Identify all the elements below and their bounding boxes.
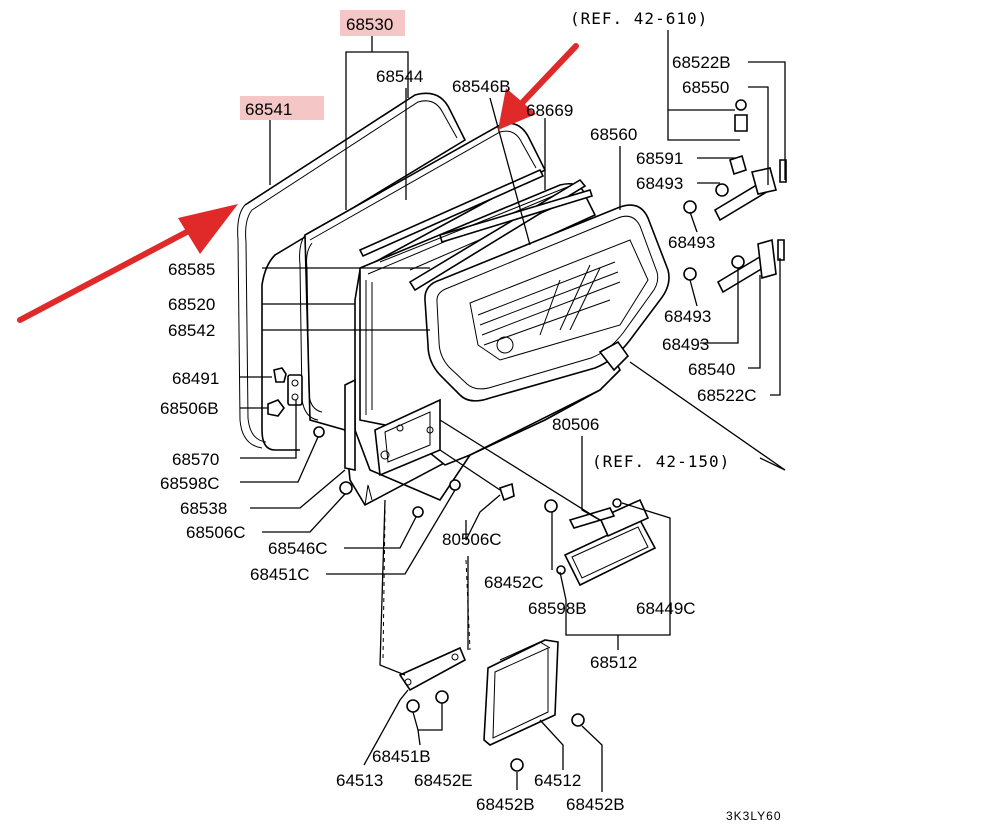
label-68585: 68585 <box>168 260 215 279</box>
label-68452B-right: 68452B <box>566 795 625 814</box>
label-80506: 80506 <box>552 415 599 434</box>
dashed-guides <box>382 509 471 661</box>
outer-seal-68541 <box>237 92 467 451</box>
red-arrows <box>17 43 579 323</box>
label-68544: 68544 <box>376 67 423 86</box>
label-68493-2: 68493 <box>668 233 715 252</box>
label-64513: 64513 <box>336 771 383 790</box>
label-68520: 68520 <box>168 295 215 314</box>
label-68546B: 68546B <box>452 77 511 96</box>
label-68449C: 68449C <box>636 599 696 618</box>
label-68669: 68669 <box>526 101 573 120</box>
strip-moldings <box>358 168 594 292</box>
label-68493-4: 68493 <box>662 335 709 354</box>
label-68506B: 68506B <box>160 399 219 418</box>
hinge-parts-left <box>267 367 515 518</box>
label-80506C: 80506C <box>442 530 502 549</box>
reference-42-150: (REF. 42-150) <box>592 452 730 471</box>
label-68491: 68491 <box>172 369 219 388</box>
reference-42-610: (REF. 42-610) <box>570 9 708 28</box>
highlight-68541 <box>240 96 324 120</box>
label-68598B: 68598B <box>528 599 587 618</box>
right-hinges <box>598 99 787 372</box>
label-68506C: 68506C <box>186 523 246 542</box>
label-68541: 68541 <box>245 100 292 119</box>
label-68493-1: 68493 <box>636 174 683 193</box>
label-68591: 68591 <box>636 149 683 168</box>
label-68452B-left: 68452B <box>476 795 535 814</box>
label-68493-3: 68493 <box>664 307 711 326</box>
label-68542: 68542 <box>168 321 215 340</box>
label-68546C: 68546C <box>268 539 328 558</box>
label-68522C: 68522C <box>697 386 757 405</box>
label-68560: 68560 <box>590 125 637 144</box>
lower-trim-64512 <box>483 639 559 746</box>
label-68530: 68530 <box>346 15 393 34</box>
label-68598C: 68598C <box>160 474 220 493</box>
diagram-code: 3K3LY60 <box>726 809 782 823</box>
label-68538: 68538 <box>180 499 227 518</box>
label-68550: 68550 <box>682 78 729 97</box>
part-labels: 68530 68544 68541 68546B 68669 68560 685… <box>160 15 757 814</box>
leader-lines <box>240 30 786 792</box>
label-68570: 68570 <box>172 450 219 469</box>
label-64512: 64512 <box>534 771 581 790</box>
label-68522B: 68522B <box>672 53 731 72</box>
label-68512: 68512 <box>590 653 637 672</box>
label-68452C: 68452C <box>484 573 544 592</box>
label-68540: 68540 <box>688 360 735 379</box>
lower-bracket-64513 <box>398 646 585 772</box>
label-68452E: 68452E <box>414 771 473 790</box>
handle-assembly-68512 <box>544 498 657 587</box>
highlight-68530 <box>340 10 405 36</box>
label-68451C: 68451C <box>250 565 310 584</box>
label-68451B: 68451B <box>372 747 431 766</box>
